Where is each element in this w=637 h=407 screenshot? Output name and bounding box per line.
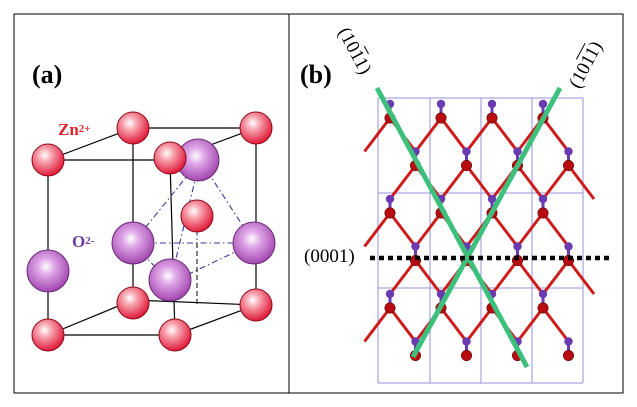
zn-ion-label: Zn2+ — [58, 120, 91, 140]
lattice-bond — [388, 212, 417, 248]
lattice-zn-atom — [384, 207, 396, 219]
zn-atom — [180, 199, 214, 233]
panel-b-label: (b) — [300, 60, 332, 89]
o-atom — [232, 221, 276, 265]
lattice-bond — [541, 307, 570, 343]
zn-atom — [116, 111, 150, 145]
lattice-o-atom — [538, 99, 548, 109]
lattice-zn-atom — [562, 160, 574, 172]
lattice-zn-atom — [460, 349, 472, 361]
lattice-o-atom — [538, 289, 548, 299]
o-atom — [26, 249, 70, 293]
lattice-o-atom — [385, 289, 395, 299]
o-charge: 2- — [85, 235, 95, 247]
plane-line-10-1-1 — [410, 86, 563, 359]
lattice-bond — [465, 307, 494, 343]
panel-a-label: (a) — [32, 60, 63, 89]
lattice-bond — [516, 164, 545, 200]
plane-line-10-11 — [374, 86, 530, 369]
zn-atom — [158, 318, 192, 352]
lattice-bond — [439, 164, 468, 200]
lattice-bond — [541, 164, 570, 200]
figure-border — [13, 13, 624, 394]
o-element: O — [72, 232, 86, 251]
o-atom — [111, 221, 155, 265]
lattice-o-atom — [411, 242, 420, 251]
lattice-bond — [465, 117, 494, 153]
lattice-zn-atom — [435, 112, 447, 124]
lattice-bond — [439, 307, 468, 343]
lattice-bond — [388, 164, 417, 200]
zn-atom — [31, 318, 65, 352]
zn-atom — [239, 111, 273, 145]
lattice-o-atom — [564, 337, 573, 346]
zn-atom — [239, 288, 273, 322]
lattice-bond — [414, 259, 443, 295]
lattice-bond — [490, 212, 519, 248]
lattice-bond — [516, 259, 545, 295]
lattice-o-atom — [436, 99, 446, 109]
o-atom — [148, 258, 192, 302]
basal-plane-label: (0001) — [304, 246, 355, 267]
zn-charge: 2+ — [78, 123, 91, 135]
lattice-zn-atom — [537, 207, 549, 219]
lattice-zn-atom — [384, 302, 396, 314]
lattice-bond — [541, 212, 570, 248]
lattice-bond — [541, 259, 570, 295]
o-ion-label: O2- — [72, 232, 94, 252]
lattice-bond — [567, 164, 596, 200]
lattice-bond — [490, 117, 519, 153]
zn-atom — [31, 143, 65, 177]
zn-element: Zn — [58, 120, 79, 139]
lattice-bond — [388, 307, 417, 343]
lattice-bond — [490, 259, 519, 295]
lattice-bond — [414, 117, 443, 153]
lattice-bond — [414, 212, 443, 248]
lattice-zn-atom — [460, 160, 472, 172]
lattice-bond — [363, 307, 392, 343]
lattice-o-atom — [513, 242, 522, 251]
lattice-diagram — [363, 86, 611, 384]
lattice-o-atom — [436, 289, 446, 299]
lattice-o-atom — [487, 99, 497, 109]
zn-atom — [116, 286, 150, 320]
lattice-bond — [516, 212, 545, 248]
lattice-bond — [439, 117, 468, 153]
lattice-zn-atom — [486, 112, 498, 124]
zn-atom — [153, 141, 187, 175]
lattice-o-atom — [564, 242, 573, 251]
lattice-zn-atom — [562, 349, 574, 361]
lattice-bond — [567, 259, 596, 295]
lattice-o-atom — [462, 147, 471, 156]
lattice-bond — [363, 212, 392, 248]
lattice-o-atom — [487, 194, 497, 204]
lattice-bond — [541, 117, 570, 153]
lattice-bond — [516, 307, 545, 343]
unit-cell-diagram — [26, 111, 276, 352]
lattice-o-atom — [538, 194, 548, 204]
lattice-bond — [363, 117, 392, 153]
lattice-o-atom — [513, 147, 522, 156]
lattice-bond — [388, 259, 417, 295]
lattice-o-atom — [564, 147, 573, 156]
lattice-zn-atom — [537, 302, 549, 314]
lattice-o-atom — [462, 337, 471, 346]
lattice-o-atom — [385, 194, 395, 204]
lattice-bond — [465, 164, 494, 200]
